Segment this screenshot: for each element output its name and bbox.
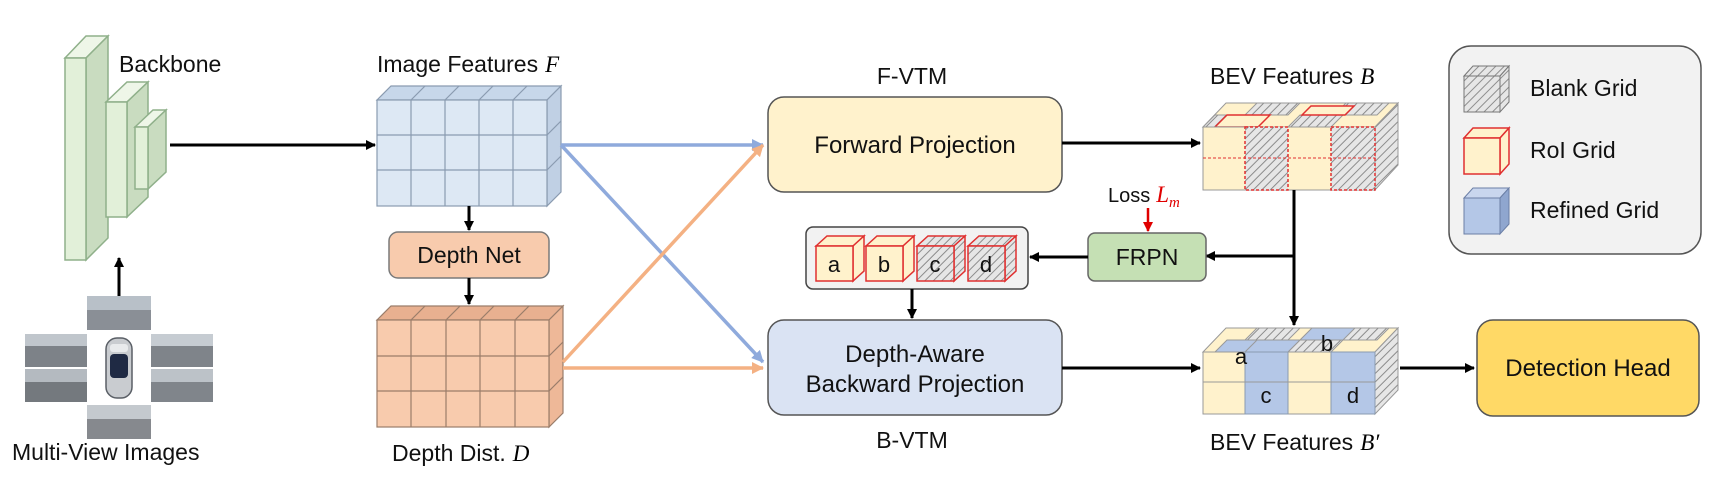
backward-projection-label-line1: Depth-Aware	[845, 341, 985, 368]
legend-roi-grid-icon	[1462, 126, 1511, 176]
image-features-tensor	[375, 84, 563, 208]
multi-view-images-label: Multi-View Images	[12, 439, 199, 465]
refined-cell-d-label: d	[1347, 383, 1359, 408]
legend-refined-grid-label: Refined Grid	[1530, 197, 1659, 223]
backward-projection-label-line2: Backward Projection	[806, 371, 1025, 398]
svg-text:d: d	[980, 252, 992, 277]
legend-blank-grid-icon	[1462, 64, 1511, 114]
f-vtm-label: F-VTM	[877, 63, 947, 89]
depth-net-label: Depth Net	[417, 242, 521, 268]
arrow-depth-to-forward	[561, 143, 765, 364]
frpn-block: FRPN	[1087, 232, 1207, 282]
forward-projection-block: Forward Projection	[767, 96, 1063, 193]
frpn-label: FRPN	[1116, 244, 1179, 270]
refined-cell-b-label: b	[1321, 331, 1333, 356]
legend-blank-grid-label: Blank Grid	[1530, 75, 1637, 101]
cell-d: d	[966, 234, 1018, 283]
cell-a: a	[814, 234, 866, 283]
detection-head-label: Detection Head	[1505, 355, 1670, 382]
svg-text:a: a	[828, 252, 841, 277]
refined-cell-a-label: a	[1235, 344, 1248, 369]
ego-car-icon	[105, 337, 133, 399]
bev-features-grid	[1201, 101, 1400, 192]
forward-projection-label: Forward Projection	[814, 132, 1015, 159]
refined-bev-grid: a b c d	[1201, 326, 1400, 416]
cell-c: c	[915, 234, 967, 283]
backward-projection-block: Depth-Aware Backward Projection	[767, 319, 1063, 416]
svg-text:c: c	[930, 252, 941, 277]
legend-roi-grid-label: RoI Grid	[1530, 137, 1616, 163]
multi-view-images	[25, 296, 213, 439]
legend-refined-grid-icon	[1462, 186, 1511, 236]
svg-text:b: b	[878, 252, 890, 277]
refined-cell-c-label: c	[1261, 383, 1272, 408]
candidate-cells-group: a b c d	[805, 226, 1029, 290]
depth-net-block: Depth Net	[388, 231, 550, 279]
b-vtm-label: B-VTM	[876, 427, 948, 453]
depth-dist-tensor	[375, 304, 565, 429]
legend: Blank Grid RoI Grid Refined Grid	[1448, 45, 1702, 255]
cell-b: b	[864, 234, 916, 283]
depth-dist-label: Depth Dist.D	[392, 440, 530, 466]
backbone-label: Backbone	[119, 51, 221, 77]
detection-head-block: Detection Head	[1476, 319, 1700, 417]
backbone-icon	[63, 34, 168, 262]
